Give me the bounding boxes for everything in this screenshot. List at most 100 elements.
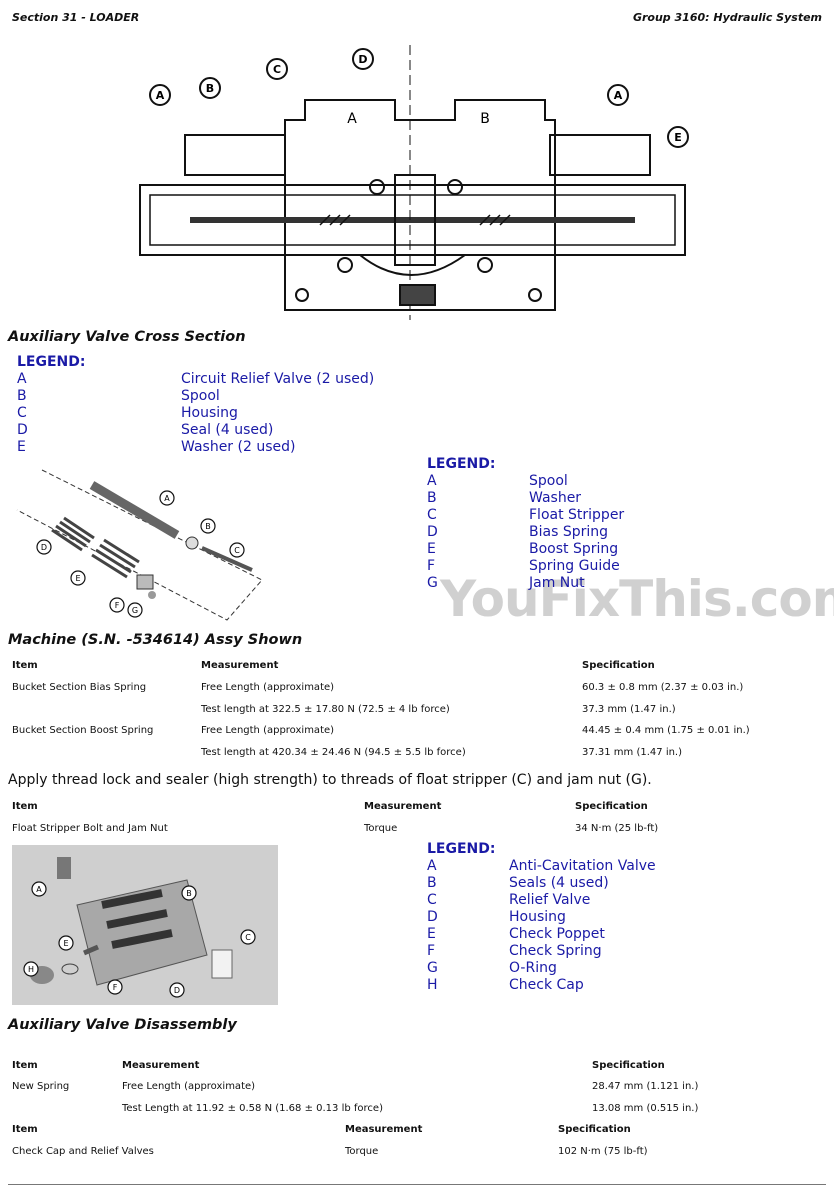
callout-a: A [164,494,170,503]
figure3-title: Auxiliary Valve Disassembly [8,1017,237,1033]
table-cell: Bucket Section Boost Spring [12,725,154,736]
legend-description: Seal (4 used) [181,422,274,438]
column-header: Item [12,660,38,671]
thread-lock-note: Apply thread lock and sealer (high stren… [8,772,652,788]
column-header: Specification [592,1060,665,1071]
spool-assembly-diagram: A B C D E F G [16,469,263,621]
callout-c: C [234,546,240,555]
callout-d: D [41,543,47,552]
legend-key: D [427,524,438,540]
legend-key: A [427,858,437,874]
inner-label-b: B [480,111,490,127]
legend-description: Washer [529,490,582,506]
legend-key: E [427,541,436,557]
callout-e: E [674,131,682,144]
footer-divider [8,1184,826,1185]
legend-description: Spool [529,473,568,489]
legend-key: C [427,507,437,523]
figure2-title: Machine (S.N. -534614) Assy Shown [8,632,303,648]
callout-d: D [358,53,367,66]
callout-c: C [273,63,281,76]
table-cell: Free Length (approximate) [201,682,335,693]
legend-description: Boost Spring [529,541,619,557]
legend-description: Float Stripper [529,507,625,523]
legend-key: D [17,422,28,438]
legend-key: A [427,473,437,489]
legend-key: F [427,943,436,959]
table-cell: Test Length at 11.92 ± 0.58 N (1.68 ± 0.… [122,1103,383,1114]
callout-f: F [115,601,120,610]
callout-d: D [174,986,180,995]
table-cell: New Spring [12,1081,70,1092]
legend-key: G [427,575,438,591]
table-cell: 102 N·m (75 lb-ft) [558,1146,648,1157]
callout-b: B [205,522,211,531]
table-cell: 44.45 ± 0.4 mm (1.75 ± 0.01 in.) [582,725,750,736]
table-cell: Bucket Section Bias Spring [12,682,147,693]
valve-disassembly-photo: A B C D E F H [12,845,278,1005]
callout-a: A [156,89,165,102]
column-header: Measurement [364,801,442,812]
legend-description: Jam Nut [529,575,585,591]
legend-description: Check Poppet [509,926,605,942]
legend-description: Seals (4 used) [509,875,609,891]
column-header: Item [12,801,38,812]
legend-key: A [17,371,27,387]
table-cell: 13.08 mm (0.515 in.) [592,1103,699,1114]
legend-description: Relief Valve [509,892,591,908]
legend-key: E [427,926,436,942]
table-cell: Float Stripper Bolt and Jam Nut [12,823,168,834]
legend-description: Housing [509,909,566,925]
legend-description: Spool [181,388,220,404]
legend-key: C [17,405,27,421]
table-cell: Free Length (approximate) [122,1081,256,1092]
column-header: Specification [575,801,648,812]
legend-key: E [17,439,26,455]
callout-f: F [113,983,118,992]
callout-e: E [75,574,80,583]
table-cell: Free Length (approximate) [201,725,335,736]
section-header: Section 31 - LOADER [12,11,140,24]
legend-key: G [427,960,438,976]
callout-e: E [63,939,68,948]
table-cell: 28.47 mm (1.121 in.) [592,1081,699,1092]
callout-a: A [36,885,42,894]
column-header: Specification [558,1124,631,1135]
legend-description: Check Spring [509,943,602,959]
table-cell: 60.3 ± 0.8 mm (2.37 ± 0.03 in.) [582,682,744,693]
legend-description: Housing [181,405,238,421]
legend-key: B [427,490,437,506]
table-cell: 37.3 mm (1.47 in.) [582,704,676,715]
legend-key: B [427,875,437,891]
table-cell: Torque [345,1146,379,1157]
callout-b: B [206,82,214,95]
legend3-title: LEGEND: [427,841,496,857]
table-cell: Check Cap and Relief Valves [12,1146,154,1157]
table-cell: 34 N·m (25 lb-ft) [575,823,659,834]
legend-description: Check Cap [509,977,584,993]
table-cell: 37.31 mm (1.47 in.) [582,747,683,758]
legend-description: Anti-Cavitation Valve [509,858,656,874]
legend-key: H [427,977,438,993]
column-header: Item [12,1060,38,1071]
callout-h: H [28,965,34,974]
inner-label-a: A [347,111,357,127]
legend-key: D [427,909,438,925]
legend-description: Spring Guide [529,558,620,574]
legend-key: F [427,558,436,574]
legend-key: C [427,892,437,908]
column-header: Item [12,1124,38,1135]
group-header: Group 3160: Hydraulic System [632,11,822,24]
legend-description: O-Ring [509,960,557,976]
column-header: Specification [582,660,655,671]
legend-key: B [17,388,27,404]
table-cell: Torque [364,823,398,834]
callout-c: C [245,933,251,942]
legend1-title: LEGEND: [17,354,86,370]
callout-b: B [186,889,192,898]
column-header: Measurement [201,660,279,671]
callout-g: G [132,606,138,615]
watermark: YouFixThis.com [440,570,834,628]
legend-description: Bias Spring [529,524,608,540]
